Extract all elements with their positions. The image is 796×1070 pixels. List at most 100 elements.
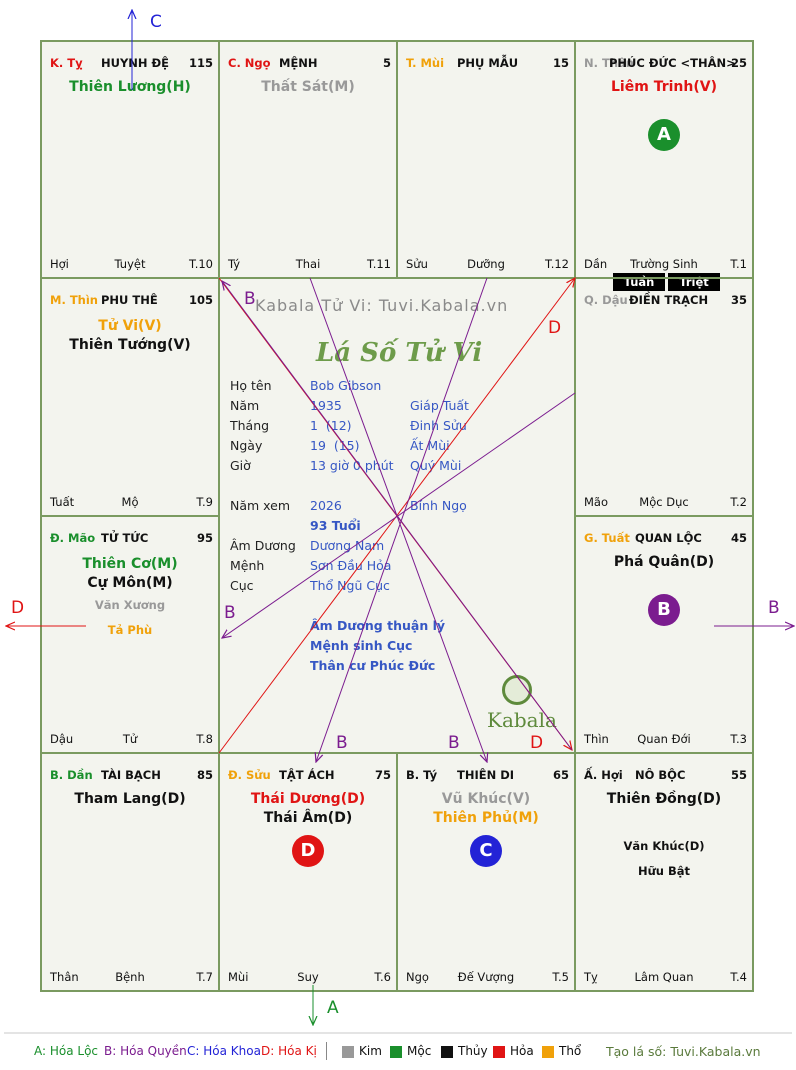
minor-star: Văn Khúc(D) <box>623 839 705 853</box>
palace-foot-stage: Tử <box>122 732 138 746</box>
palace-foot-branch: Tý <box>228 257 241 271</box>
palace-foot-branch: Tuất <box>50 495 75 509</box>
palace-foot-stage: Lâm Quan <box>634 970 694 984</box>
palace-name: ĐIỀN TRẠCH <box>629 293 709 307</box>
palace-foot-stage: Quan Đới <box>637 732 691 746</box>
hoa-quyen-line-3 <box>316 277 488 762</box>
palace-foot-branch: Mão <box>584 495 609 509</box>
arrow-letter-b-right-outer: B <box>768 598 780 618</box>
palace-foot-stage: Mộc Dục <box>639 495 689 509</box>
arrow-letter-b-bottom-2: B <box>448 733 460 753</box>
palace-number: 5 <box>382 56 391 70</box>
info-label-month: Tháng <box>230 418 270 433</box>
info-value-cuc: Thổ Ngũ Cục <box>310 578 390 593</box>
palace-branch: Ấ. Hợi <box>584 768 623 782</box>
palace-name: PHÚC ĐỨC <THÂN> <box>609 56 736 70</box>
palace-branch: T. Mùi <box>406 56 445 70</box>
info-value-menh: Sơn Đầu Hỏa <box>310 558 392 573</box>
palace-branch: K. Tỵ <box>50 56 83 70</box>
palace-foot-branch: Thìn <box>584 732 609 746</box>
legend-kim: Kim <box>359 1044 382 1058</box>
info-note-2: Mệnh sinh Cục <box>310 638 413 653</box>
major-star: Thất Sát(M) <box>261 79 355 95</box>
palace-branch: B. Dần <box>50 768 93 782</box>
palace-number: 75 <box>374 768 391 782</box>
arrow-letter-d-left-outer: D <box>11 598 25 618</box>
major-star: Thiên Cơ(M) <box>82 556 178 572</box>
palace-foot-branch: Sửu <box>406 257 428 271</box>
palace-foot-stage: Trường Sinh <box>630 257 698 271</box>
info-label-year: Năm <box>230 398 260 413</box>
palace-name: THIÊN DI <box>457 768 515 782</box>
palace-foot-term: T.1 <box>730 257 747 271</box>
hoa-quyen-line-1 <box>222 392 576 638</box>
palace-foot-term: T.11 <box>367 257 391 271</box>
palace-number: 65 <box>552 768 569 782</box>
legend-thuy: Thủy <box>458 1044 488 1058</box>
palace-name: MỆNH <box>279 56 318 70</box>
info-value-name: Bob Gibson <box>310 378 382 393</box>
palace-foot-term: T.6 <box>374 970 391 984</box>
palace-foot-stage: Tuyệt <box>114 257 146 271</box>
hoa-quyen-line-4 <box>309 277 487 762</box>
palace-foot-term: T.9 <box>196 495 213 509</box>
info-extra-year: Giáp Tuất <box>410 398 469 413</box>
info-label-cuc: Cục <box>230 578 254 593</box>
major-star: Thiên Tướng(V) <box>69 337 191 353</box>
palace-foot-branch: Ngọ <box>406 970 429 984</box>
transform-mark-a: A <box>648 119 680 151</box>
info-extra-view-year: Bính Ngọ <box>410 498 467 513</box>
legend-hoa-ki: D: Hóa Kị <box>261 1044 317 1058</box>
palace-number: 115 <box>188 56 213 70</box>
info-note-1: Âm Dương thuận lý <box>310 618 446 633</box>
palace-branch: M. Thìn <box>50 293 98 307</box>
arrow-letter-a-bottom: A <box>327 998 339 1018</box>
major-star: Thiên Phủ(M) <box>433 810 539 826</box>
transform-mark-d: D <box>292 835 324 867</box>
kabala-logo-text: Kabala <box>487 708 557 732</box>
palace-branch: G. Tuất <box>584 531 630 545</box>
palace-foot-branch: Dần <box>584 257 608 271</box>
info-value-age: 93 Tuổi <box>310 518 361 533</box>
major-star: Vũ Khúc(V) <box>441 791 531 807</box>
info-extra-hour: Quý Mùi <box>410 458 462 473</box>
major-star: Tham Lang(D) <box>74 791 186 807</box>
legend-hoa-khoa: C: Hóa Khoa <box>187 1044 261 1058</box>
major-star: Thái Âm(D) <box>263 810 353 826</box>
palace-name: PHỤ MẪU <box>457 56 519 70</box>
palace-foot-term: T.5 <box>552 970 569 984</box>
center-title: Lá Số Tử Vi <box>316 338 483 368</box>
palace-foot-term: T.3 <box>730 732 747 746</box>
palace-name: HUYNH ĐỆ <box>101 56 170 70</box>
arrow-letter-b-upper-left: B <box>244 289 256 309</box>
palace-foot-term: T.4 <box>730 970 747 984</box>
major-star: Liêm Trinh(V) <box>611 79 717 95</box>
palace-name: TẬT ÁCH <box>279 768 335 782</box>
palace-name: TỬ TỨC <box>101 531 149 545</box>
palace-branch: Đ. Sửu <box>228 768 271 782</box>
palace-foot-branch: Tỵ <box>584 970 598 984</box>
legend-tho: Thổ <box>559 1044 582 1058</box>
palace-name: TÀI BẠCH <box>101 768 161 782</box>
info-label-hour: Giờ <box>230 458 251 473</box>
minor-star: Tả Phù <box>107 623 153 637</box>
palace-number: 85 <box>196 768 213 782</box>
info-value-day: 19 (15) <box>310 438 360 453</box>
palace-branch: Đ. Mão <box>50 531 96 545</box>
legend-footer[interactable]: Tạo lá số: Tuvi.Kabala.vn <box>606 1044 761 1059</box>
minor-star: Văn Xương <box>94 598 166 612</box>
major-star: Thiên Lương(H) <box>69 79 191 95</box>
major-star: Cự Môn(M) <box>87 575 173 591</box>
